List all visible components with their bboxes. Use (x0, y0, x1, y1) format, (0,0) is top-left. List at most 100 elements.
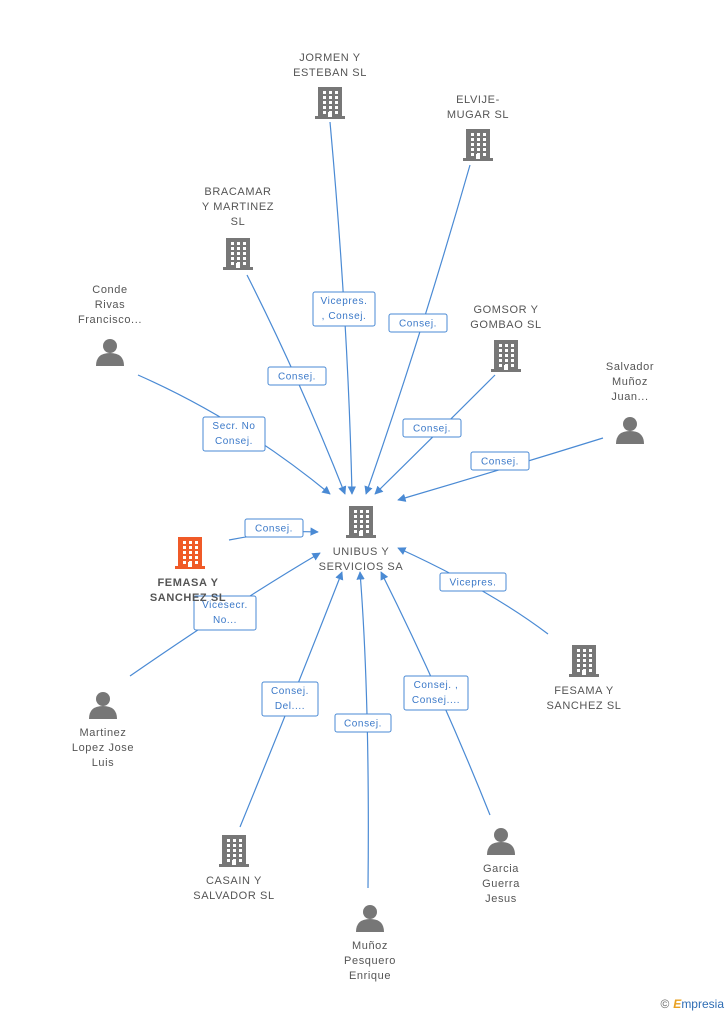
edge-label-box (388, 313, 448, 333)
node-label-fesama-line: FESAMA Y (554, 685, 614, 697)
edges-layer: Vicepres., Consej.Consej.Consej.Secr. No… (129, 121, 604, 889)
brand-name: mpresia (681, 997, 724, 1011)
person-icon (356, 905, 384, 932)
node-label-bracamar-line: BRACAMAR (204, 186, 271, 198)
edge-label-line: Consej. (278, 372, 316, 383)
edge-label-fesama[interactable]: Vicepres. (439, 572, 507, 592)
edge-label-jormen[interactable]: Vicepres., Consej. (312, 291, 376, 327)
edge-conde: Secr. No Consej. (137, 374, 331, 495)
node-label-jormen-line: ESTEBAN SL (293, 67, 367, 79)
edge-bracamar: Consej. (246, 274, 347, 495)
node-label-conde-line: Conde (92, 284, 127, 296)
edge-label-line: Consej. (215, 436, 253, 447)
building-icon (463, 129, 493, 161)
edge-label-line: Vicepres. (450, 578, 497, 589)
edge-salvador: Consej. (397, 437, 604, 502)
building-icon (315, 87, 345, 119)
node-label-conde-line: Francisco... (78, 314, 142, 326)
edge-label-gomsor[interactable]: Consej. (402, 418, 462, 438)
edge-label-box (202, 416, 266, 452)
edge-martinez: Vicesecr.No... (129, 552, 321, 677)
edge-label-femasa[interactable]: Consej. (244, 518, 304, 538)
node-label-martinez-line: Martinez (80, 727, 127, 739)
edge-label-bracamar[interactable]: Consej. (267, 366, 327, 386)
person-icon (616, 417, 644, 444)
edge-label-text: Consej. ,Consej.... (412, 680, 460, 706)
node-label-salvador-line: Salvador (606, 361, 654, 373)
edge-label-text: Consej. (255, 524, 293, 535)
edge-casain: Consej.Del.... (239, 571, 344, 828)
copyright-symbol: © (660, 997, 670, 1011)
edge-label-text: Vicepres. (450, 578, 497, 589)
edge-label-line: Secr. No (212, 421, 255, 432)
edge-label-text: Consej. (399, 319, 437, 330)
node-label-unibus-line: UNIBUS Y (333, 546, 390, 558)
edge-label-line: Consej. (413, 424, 451, 435)
person-icon (96, 339, 124, 366)
edge-label-garcia[interactable]: Consej. ,Consej.... (403, 675, 469, 711)
edge-label-box (402, 418, 462, 438)
edge-label-text: Consej. (278, 372, 316, 383)
node-label-salvador-line: Muñoz (612, 376, 648, 388)
edge-label-box (470, 451, 530, 471)
node-label-elvije-line: MUGAR SL (447, 109, 509, 121)
edge-label-line: Consej. , (414, 680, 459, 691)
edge-label-line: Del.... (275, 701, 305, 712)
node-label-munoz-line: Muñoz (352, 940, 388, 952)
node-label-munoz-line: Pesquero (344, 955, 396, 967)
edge-fesama: Vicepres. (397, 547, 549, 635)
edge-label-munoz[interactable]: Consej. (334, 713, 392, 733)
node-elvije[interactable]: ELVIJE-MUGAR SL (447, 94, 509, 161)
edge-gomsor: Consej. (374, 374, 496, 495)
node-label-casain-line: CASAIN Y (206, 875, 262, 887)
node-label-femasa-line: FEMASA Y (157, 577, 218, 589)
node-label-gomsor-line: GOMBAO SL (470, 319, 541, 331)
building-icon (569, 645, 599, 677)
edge-femasa: Consej. (228, 518, 319, 541)
edge-label-martinez[interactable]: Vicesecr.No... (193, 595, 257, 631)
edge-label-text: Vicepres., Consej. (321, 296, 368, 322)
node-label-salvador-line: Juan... (611, 391, 648, 403)
edge-label-elvije[interactable]: Consej. (388, 313, 448, 333)
edge-label-conde[interactable]: Secr. No Consej. (202, 416, 266, 452)
building-icon (491, 340, 521, 372)
node-label-conde-line: Rivas (95, 299, 126, 311)
edge-munoz: Consej. (334, 571, 392, 889)
edge-line (364, 164, 471, 495)
building-icon (223, 238, 253, 270)
edge-label-salvador[interactable]: Consej. (470, 451, 530, 471)
node-label-munoz-line: Enrique (349, 970, 391, 982)
node-label-elvije[interactable]: ELVIJE-MUGAR SL (447, 94, 509, 121)
edge-jormen: Vicepres., Consej. (312, 121, 376, 495)
edge-label-casain[interactable]: Consej.Del.... (261, 681, 319, 717)
edge-label-line: Vicesecr. (202, 600, 248, 611)
edge-label-line: Consej. (344, 719, 382, 730)
edge-label-line: , Consej. (322, 311, 367, 322)
edge-elvije: Consej. (364, 164, 471, 495)
